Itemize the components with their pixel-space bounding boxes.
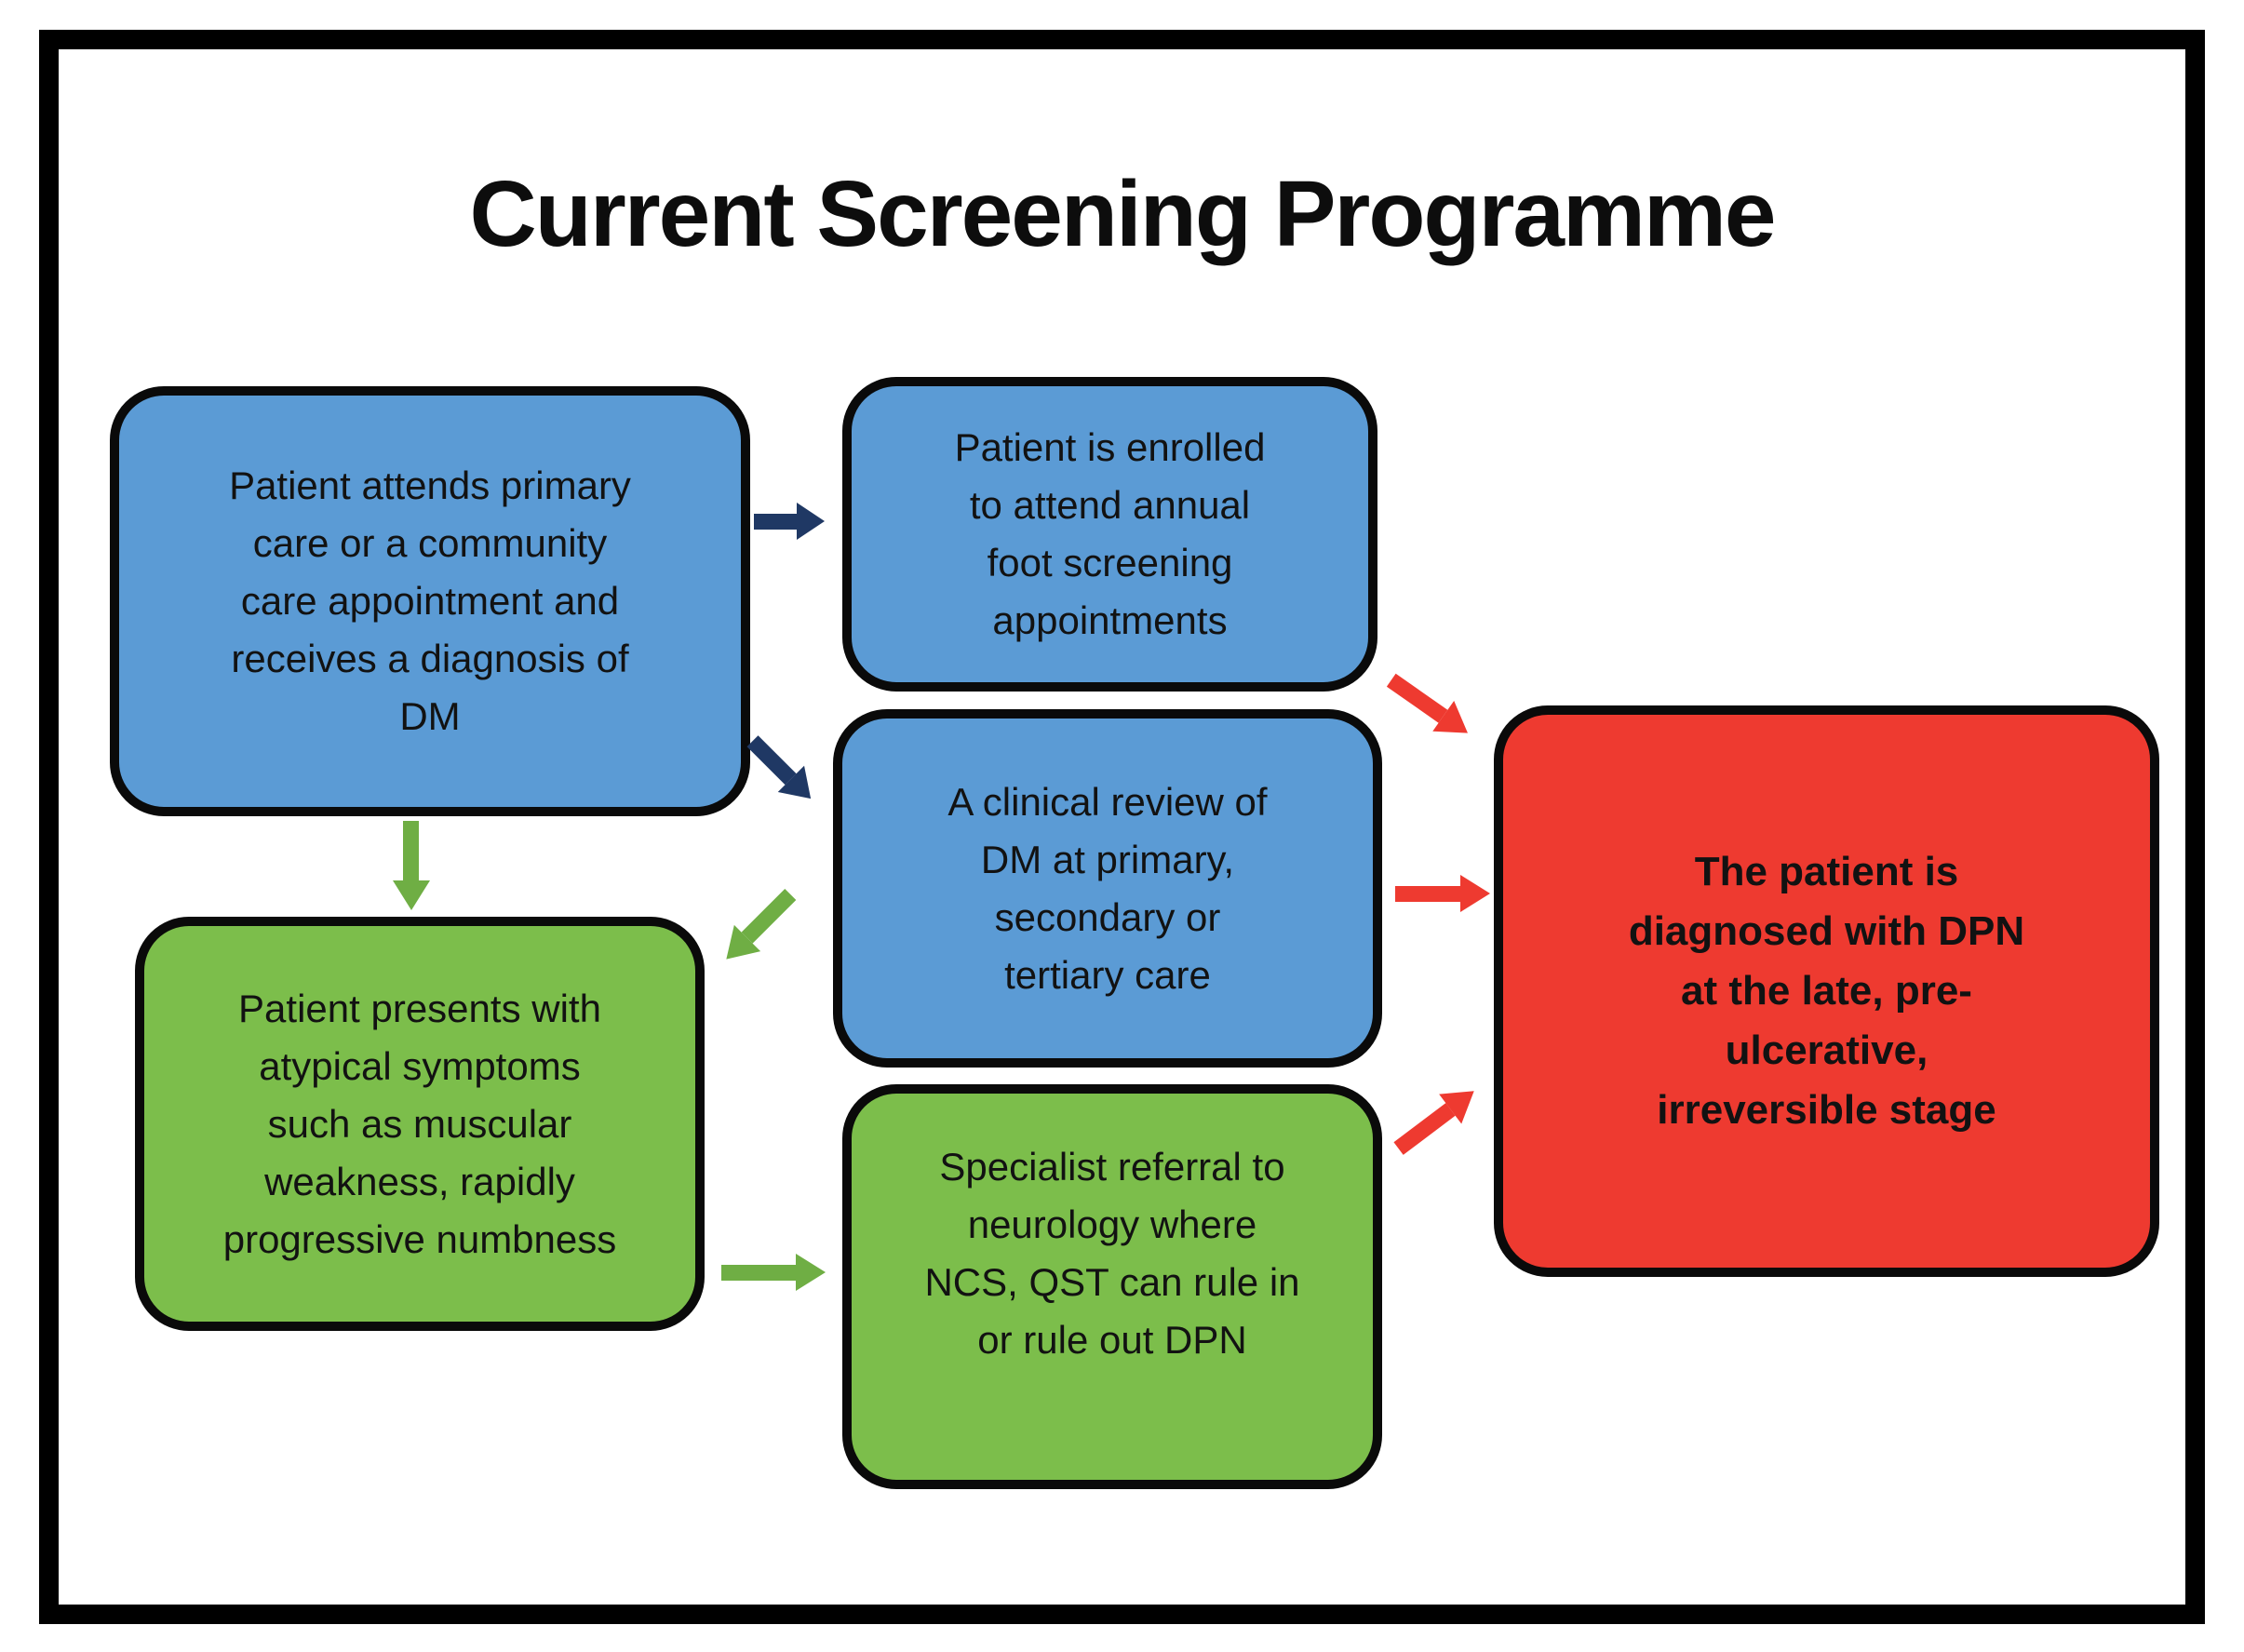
arrow-head	[797, 503, 825, 540]
box-dpn-diagnosis: The patient is diagnosed with DPN at the…	[1494, 705, 2159, 1277]
arrow-primary-care-to-enrolled	[754, 503, 825, 540]
arrow-atypical-symptoms-to-specialist-referral	[721, 1254, 826, 1291]
page-title: Current Screening Programme	[469, 162, 1777, 266]
arrow-head	[393, 880, 430, 910]
box-specialist-referral-text: Specialist referral to neurology where N…	[924, 1145, 1300, 1362]
arrow-head	[796, 1254, 826, 1291]
arrow-primary-care-to-atypical-symptoms	[393, 821, 430, 910]
arrow-shaft	[1395, 885, 1460, 902]
box-annual-foot-screening: Patient is enrolled to attend annual foo…	[842, 377, 1377, 692]
box-specialist-referral: Specialist referral to neurology where N…	[842, 1084, 1382, 1489]
box-clinical-review-text: A clinical review of DM at primary, seco…	[947, 779, 1268, 997]
box-primary-care: Patient attends primary care or a commun…	[110, 386, 750, 816]
box-primary-care-text: Patient attends primary care or a commun…	[229, 463, 631, 738]
arrow-shaft	[403, 821, 420, 880]
box-annual-foot-screening-text: Patient is enrolled to attend annual foo…	[954, 425, 1266, 642]
arrow-shaft	[754, 513, 797, 530]
box-dpn-diagnosis-text: The patient is diagnosed with DPN at the…	[1628, 849, 2025, 1133]
arrow-clinical-review-to-dpn-diagnosis	[1395, 875, 1490, 912]
arrow-head	[1460, 875, 1490, 912]
box-clinical-review: A clinical review of DM at primary, seco…	[833, 709, 1382, 1068]
box-atypical-symptoms: Patient presents with atypical symptoms …	[135, 917, 705, 1331]
arrow-shaft	[721, 1264, 796, 1281]
box-atypical-symptoms-text: Patient presents with atypical symptoms …	[222, 986, 617, 1261]
